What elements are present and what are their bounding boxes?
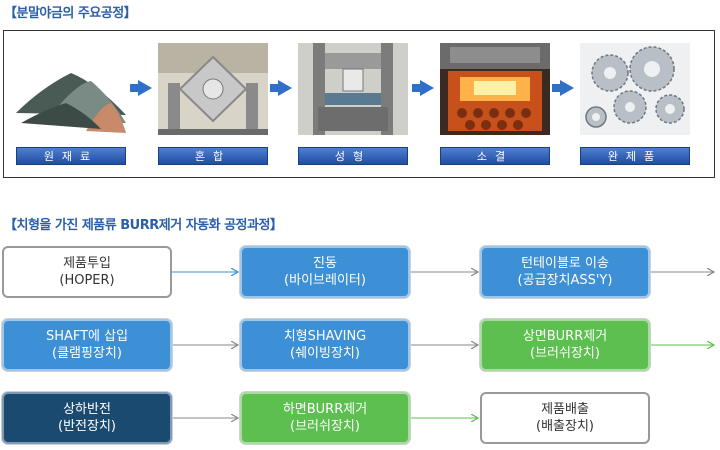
process-frame [3,30,715,178]
step-subtitle: (쉐이빙장치) [290,346,360,361]
step-top-burr-removal: 상면BURR제거 (브러쉬장치) [480,319,650,371]
stage-label-mixing: 혼합 [158,147,268,165]
step-subtitle: (바이브레이터) [284,273,366,288]
stage-arrow-4 [552,80,574,96]
step-title: 제품배출 [541,402,589,417]
step-title: 진동 [313,256,337,271]
step-title: 상하반전 [63,402,111,417]
mixer-machine-icon [158,43,268,135]
press-machine-icon [298,43,408,135]
section-title-burr-removal: 【치형을 가진 제품류 BURR제거 자동화 공정과정】 [4,218,283,233]
finished-gears-icon [580,43,690,135]
step-shaft-insert: SHAFT에 삽입 (클램핑장치) [2,319,172,371]
step-title: 하면BURR제거 [282,402,368,417]
stage-label-raw-material: 원재료 [16,147,126,165]
step-turntable-transfer: 턴테이블로 이송 (공급장치ASS'Y) [480,246,650,298]
sintering-furnace-icon [440,43,550,135]
step-flip: 상하반전 (반전장치) [2,392,172,444]
step-title: 턴테이블로 이송 [521,256,609,271]
stage-arrow-3 [412,80,434,96]
step-vibration: 진동 (바이브레이터) [240,246,410,298]
step-tooth-shaving: 치형SHAVING (쉐이빙장치) [240,319,410,371]
step-bottom-burr-removal: 하면BURR제거 (브러쉬장치) [240,392,410,444]
step-subtitle: (배출장치) [536,419,594,434]
step-title: 상면BURR제거 [522,329,608,344]
step-title: 치형SHAVING [283,329,367,344]
step-subtitle: (클램핑장치) [52,346,122,361]
step-subtitle: (브러쉬장치) [290,419,360,434]
step-product-discharge: 제품배출 (배출장치) [480,392,650,444]
step-subtitle: (반전장치) [58,419,116,434]
stage-arrow-2 [270,80,292,96]
section-title-powder-metallurgy: 【분말야금의 주요공정】 [4,6,137,21]
powder-pile-icon [16,43,126,135]
stage-label-sintering: 소결 [440,147,550,165]
stage-label-forming: 성형 [298,147,408,165]
stage-arrow-1 [130,80,152,96]
step-title: SHAFT에 삽입 [45,329,129,344]
step-subtitle: (HOPER) [59,273,115,288]
step-subtitle: (공급장치ASS'Y) [517,273,613,288]
step-product-input: 제품투입 (HOPER) [2,246,172,298]
step-title: 제품투입 [63,256,111,271]
stage-label-finished-product: 완제품 [580,147,690,165]
step-subtitle: (브러쉬장치) [530,346,600,361]
